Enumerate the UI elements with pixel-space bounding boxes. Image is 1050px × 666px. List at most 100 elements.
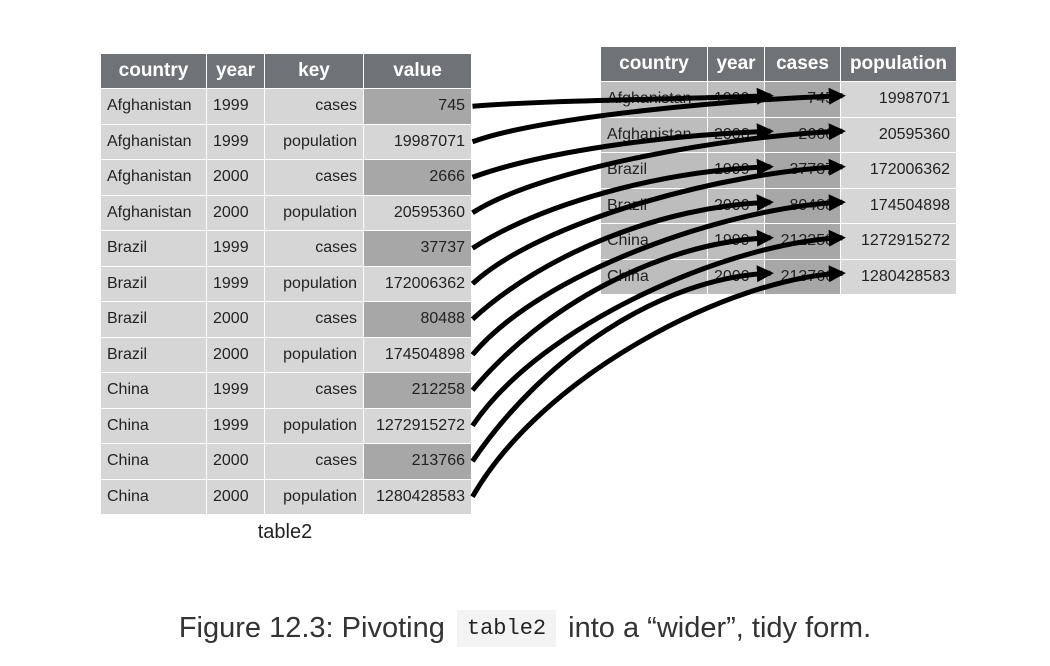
- cell-year: 2000: [206, 478, 265, 515]
- cell-year: 1999: [707, 223, 765, 260]
- cell-country: China: [100, 372, 207, 409]
- cell-cases: 80488: [764, 187, 841, 224]
- cell-year: 2000: [206, 301, 265, 338]
- cell-cases: 37737: [764, 152, 841, 189]
- cell-value: 174504898: [363, 336, 472, 373]
- header-value: value: [363, 53, 472, 89]
- table-row: Brazil 1999 population 172006362: [100, 265, 472, 302]
- table-row: Afghanistan 2000 cases 2666: [100, 159, 472, 196]
- figure-caption: Figure 12.3: Pivoting table2 into a “wid…: [0, 610, 1050, 647]
- cell-country: China: [600, 258, 708, 295]
- cell-country: Brazil: [100, 336, 207, 373]
- cell-population: 19987071: [840, 81, 957, 118]
- cell-value: 2666: [363, 159, 472, 196]
- table-row: Afghanistan 1999 cases 745: [100, 88, 472, 125]
- cell-country: Brazil: [100, 301, 207, 338]
- cell-key: cases: [264, 301, 364, 338]
- table-name-label: table2: [257, 521, 313, 543]
- pivot-arrow: [470, 265, 774, 463]
- cell-year: 1999: [206, 407, 265, 444]
- cell-cases: 212258: [764, 223, 841, 260]
- cell-year: 1999: [707, 152, 765, 189]
- cell-key: population: [264, 123, 364, 160]
- table-row: China 1999 212258 1272915272: [600, 223, 957, 260]
- cell-value: 19987071: [363, 123, 472, 160]
- cell-year: 2000: [707, 187, 765, 224]
- cell-year: 2000: [707, 116, 765, 153]
- cell-year: 2000: [206, 159, 265, 196]
- cell-country: China: [100, 407, 207, 444]
- cell-country: China: [100, 478, 207, 515]
- cell-year: 1999: [707, 81, 765, 118]
- table-row: China 2000 cases 213766: [100, 443, 472, 480]
- cell-value: 37737: [363, 230, 472, 267]
- left-table-table2: country year key value Afghanistan 1999 …: [100, 53, 472, 515]
- cell-country: Brazil: [100, 265, 207, 302]
- caption-prefix: Figure 12.3: Pivoting: [178, 612, 445, 644]
- cell-country: Afghanistan: [100, 194, 207, 231]
- header-country: country: [100, 53, 207, 89]
- cell-value: 1280428583: [363, 478, 472, 515]
- cell-value: 745: [363, 88, 472, 125]
- cell-population: 1272915272: [840, 223, 957, 260]
- cell-country: Afghanistan: [100, 159, 207, 196]
- table-row: Afghanistan 2000 population 20595360: [100, 194, 472, 231]
- cell-population: 172006362: [840, 152, 957, 189]
- cell-value: 172006362: [363, 265, 472, 302]
- cell-value: 213766: [363, 443, 472, 480]
- cell-key: population: [264, 478, 364, 515]
- cell-year: 1999: [206, 265, 265, 302]
- cell-country: China: [600, 223, 708, 260]
- cell-key: cases: [264, 230, 364, 267]
- header-year: year: [707, 46, 765, 82]
- table-row: China 1999 cases 212258: [100, 372, 472, 409]
- header-year: year: [206, 53, 265, 89]
- cell-key: cases: [264, 159, 364, 196]
- cell-value: 20595360: [363, 194, 472, 231]
- cell-year: 1999: [206, 123, 265, 160]
- cell-year: 1999: [206, 372, 265, 409]
- cell-cases: 745: [764, 81, 841, 118]
- cell-value: 80488: [363, 301, 472, 338]
- cell-country: Brazil: [600, 152, 708, 189]
- table-row: Brazil 2000 population 174504898: [100, 336, 472, 373]
- table-row: China 2000 population 1280428583: [100, 478, 472, 515]
- cell-country: Afghanistan: [100, 123, 207, 160]
- header-country: country: [600, 46, 708, 82]
- cell-cases: 213766: [764, 258, 841, 295]
- table-row: China 1999 population 1272915272: [100, 407, 472, 444]
- cell-population: 20595360: [840, 116, 957, 153]
- cell-year: 2000: [707, 258, 765, 295]
- cell-country: China: [100, 443, 207, 480]
- cell-key: population: [264, 265, 364, 302]
- cell-country: Brazil: [600, 187, 708, 224]
- cell-year: 1999: [206, 88, 265, 125]
- cell-population: 1280428583: [840, 258, 957, 295]
- cell-key: cases: [264, 443, 364, 480]
- table-row: Brazil 1999 cases 37737: [100, 230, 472, 267]
- cell-year: 2000: [206, 336, 265, 373]
- cell-country: Afghanistan: [100, 88, 207, 125]
- cell-value: 1272915272: [363, 407, 472, 444]
- cell-key: population: [264, 336, 364, 373]
- left-table-header-row: country year key value: [100, 53, 472, 89]
- cell-country: Afghanistan: [600, 81, 708, 118]
- table-row: Brazil 2000 80488 174504898: [600, 187, 957, 224]
- cell-population: 174504898: [840, 187, 957, 224]
- table-row: Brazil 1999 37737 172006362: [600, 152, 957, 189]
- table-row: China 2000 213766 1280428583: [600, 258, 957, 295]
- cell-key: cases: [264, 88, 364, 125]
- caption-code: table2: [456, 610, 557, 647]
- table-row: Afghanistan 1999 population 19987071: [100, 123, 472, 160]
- cell-year: 1999: [206, 230, 265, 267]
- table-row: Afghanistan 2000 2666 20595360: [600, 116, 957, 153]
- pivot-arrow: [470, 265, 846, 498]
- header-cases: cases: [764, 46, 841, 82]
- cell-value: 212258: [363, 372, 472, 409]
- cell-cases: 2666: [764, 116, 841, 153]
- caption-suffix: into a “wider”, tidy form.: [568, 612, 872, 644]
- table-row: Afghanistan 1999 745 19987071: [600, 81, 957, 118]
- cell-key: population: [264, 194, 364, 231]
- right-table-header-row: country year cases population: [600, 46, 957, 82]
- header-key: key: [264, 53, 364, 89]
